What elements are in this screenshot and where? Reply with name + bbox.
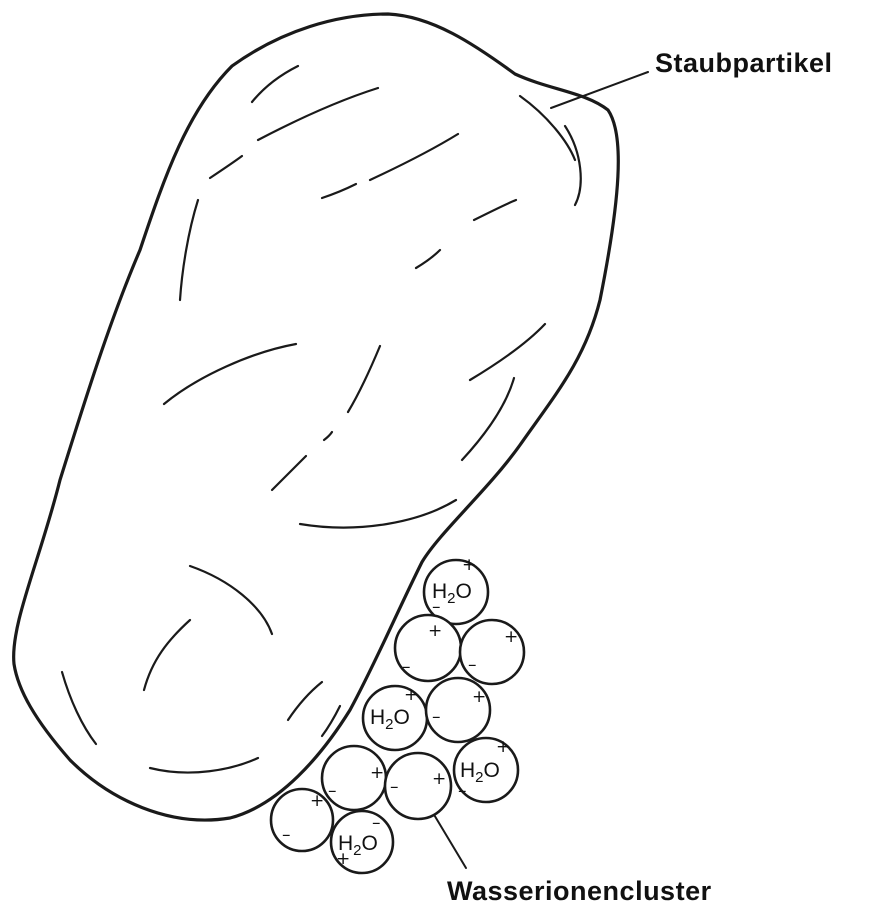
- minus-sign: –: [328, 781, 337, 801]
- plus-sign: +: [462, 555, 476, 575]
- plus-sign: +: [310, 791, 324, 811]
- minus-sign: –: [468, 655, 477, 675]
- minus-sign: –: [432, 597, 441, 617]
- cluster-label: Wasserionencluster: [447, 876, 712, 906]
- minus-sign: –: [458, 781, 467, 801]
- plus-sign: +: [432, 769, 446, 789]
- minus-sign: –: [432, 707, 441, 727]
- plus-sign: +: [404, 685, 418, 705]
- minus-sign: –: [372, 813, 381, 833]
- dust-particle-outline: [14, 14, 619, 820]
- minus-sign: –: [402, 657, 411, 677]
- plus-sign: +: [496, 737, 510, 757]
- particle-label: Staubpartikel: [655, 48, 833, 78]
- plus-sign: +: [504, 627, 518, 647]
- minus-sign: –: [390, 777, 399, 797]
- plus-sign: +: [428, 621, 442, 641]
- plus-sign: +: [336, 849, 350, 869]
- plus-sign: +: [472, 687, 486, 707]
- plus-sign: +: [370, 763, 384, 783]
- minus-sign: –: [282, 825, 291, 845]
